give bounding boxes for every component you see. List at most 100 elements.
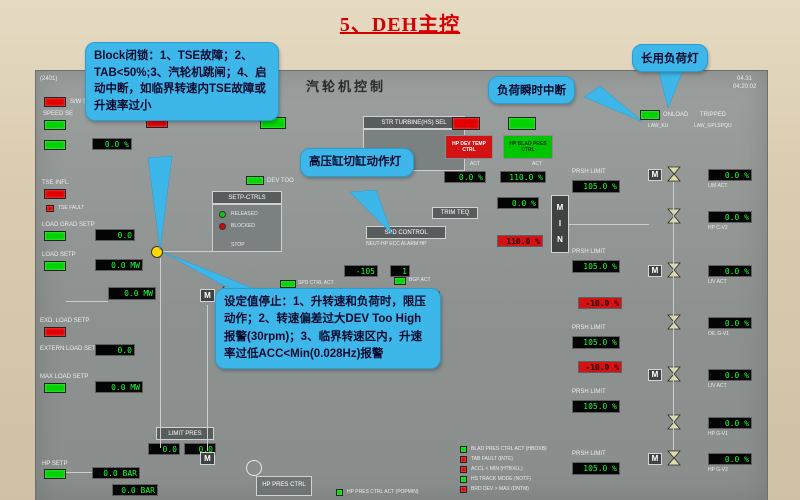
tse-infl-label: TSE INFL [42,180,69,186]
sw-sk-label: S/W SK [70,99,92,105]
load-grad-setp-indicator[interactable] [44,231,66,241]
valve-position-value[interactable]: 0.0 % [708,211,752,223]
extern-load-setp-value[interactable]: 0.0 [95,344,135,356]
valve-position-value[interactable]: 0.0 % [708,369,752,381]
valve-icon[interactable] [667,166,681,182]
load-setp-label: LOAD SETP [42,252,76,258]
hp-dev-act-value[interactable]: 0.0 % [444,171,486,183]
load-setp-indicator[interactable] [44,261,66,271]
min-input-value1[interactable]: 0.0 % [497,197,539,209]
exd-load-setp-indicator[interactable] [44,327,66,337]
load-grad-setp-value[interactable]: 0.0 [95,229,135,241]
hp-blad-pres-ctrl-box[interactable]: HP BLAD PRES CTRL [503,135,553,159]
valve-position-value[interactable]: 0.0 % [708,265,752,277]
stop-status-light [151,246,163,258]
page-title: 5、DEH主控 [339,14,461,36]
speed-setp-indicator[interactable] [44,140,66,150]
spd-control-box[interactable]: SPD CONTROL [366,226,446,239]
legend-light[interactable] [336,489,343,496]
valve-icon[interactable] [667,366,681,382]
connector-line [160,258,161,448]
dev-too-high-indicator[interactable] [246,176,264,185]
spd-ctrl-act-indicator[interactable] [280,280,296,288]
dev-value[interactable]: -10.0 % [578,297,622,309]
motor-block[interactable]: M [200,452,215,465]
hp-setp-value[interactable]: 0.0 BAR [92,467,140,479]
motor-block[interactable]: M [648,369,662,381]
valve-position-value[interactable]: 0.0 % [708,317,752,329]
legend-light[interactable] [460,486,467,493]
valve-position-value[interactable]: 0.0 % [708,417,752,429]
motor-block[interactable]: M [200,289,215,302]
prsh-limit-value[interactable]: 105.0 % [572,462,620,475]
limit-pres-value1[interactable]: 0.0 [148,443,180,455]
prsh-limit-value[interactable]: 105.0 % [572,260,620,273]
hp-blad-act-value[interactable]: 110.0 % [500,171,546,183]
legend-light[interactable] [460,446,467,453]
legend-light[interactable] [460,456,467,463]
max-load-setp-label: MAX LOAD SETP [40,374,89,380]
spd-ctrl-value[interactable]: -105 [344,265,378,277]
extern-load-setp-label: EXTERN LOAD SETP [40,346,100,352]
exd-load-setp-label: EXD. LOAD SETP [40,318,90,324]
legend-light[interactable] [460,476,467,483]
hp-dev-indicator[interactable] [452,117,480,130]
load-actual-value[interactable]: 0.0 MW [108,287,156,300]
valve-position-value[interactable]: 0.0 % [708,169,752,181]
motor-block[interactable]: M [648,169,662,181]
callout-long-load-light: 长用负荷灯 [632,44,708,72]
ecc-alarm-label: NEUT-HP ECC ALARM HP [366,241,427,247]
min-input-value2[interactable]: 110.0 % [497,235,543,247]
onload-indicator[interactable] [640,110,660,120]
limit-pres-box[interactable]: LIMIT PRES [156,427,214,440]
speed-se-indicator[interactable] [44,120,66,130]
valve-icon[interactable] [667,314,681,330]
legend-light[interactable] [460,466,467,473]
motor-block[interactable]: M [648,453,662,465]
hp-setp-indicator[interactable] [44,469,66,479]
dev-value[interactable]: -10.0 % [578,361,622,373]
valve-icon[interactable] [667,450,681,466]
liv-act-label: LIV ACT [708,279,727,285]
time-label: 04:20:02 [733,84,757,90]
spd-ctrl-act-label: SPD CTRL ACT [298,280,334,286]
prsh-limit-value[interactable]: 105.0 % [572,336,620,349]
blocked-light [219,223,226,230]
str-turbine-sel-box[interactable]: STR TURBINE(HS) SEL [363,116,465,129]
setp-ctrls-box[interactable]: SETP-CTRLS [212,191,282,204]
max-load-setp-indicator[interactable] [44,383,66,393]
valve-icon[interactable] [667,208,681,224]
load-setp-value[interactable]: 0.0 MW [95,259,143,271]
tse-fault-indicator[interactable] [46,205,54,212]
hp-pres-value[interactable]: 0.0 BAR [112,484,158,496]
spd-ctrl-value2[interactable]: 1 [390,265,410,277]
sw-sk-indicator[interactable] [44,97,66,107]
pump-icon [246,460,262,476]
bgp-act-label: BGP ACT [409,277,431,283]
prsh-limit-value[interactable]: 105.0 % [572,180,620,193]
connector-line [163,251,212,252]
legend-label: TAB FAULT (INTE) [471,456,513,462]
law-ku-label: LAW_KU [648,123,669,129]
callout-block-lock: Block闭锁：1、TSE故障；2、TAB<50%;3、汽轮机跳闸；4、启动中断… [85,42,279,121]
prsh-limit-label: PRSH LIMIT [572,451,606,457]
callout-setpoint-stop: 设定值停止：1、升转速和负荷时，限压动作；2、转速偏差过大DEV Too Hig… [215,288,441,369]
stop-label: STOP [231,242,245,248]
bgp-act-indicator[interactable] [394,277,406,285]
max-load-setp-value[interactable]: 0.0 MW [95,381,143,393]
speed-setp-value[interactable]: 0.0 % [92,138,132,150]
valve-icon[interactable] [667,414,681,430]
tse-infl-indicator[interactable] [44,189,66,199]
hp-blad-indicator[interactable] [508,117,536,130]
hp-dev-temp-ctrl-box[interactable]: HP DEV TEMP CTRL [445,135,493,159]
dev-too-high-label: DEV TOO [267,178,294,184]
valve-icon[interactable] [667,262,681,278]
hp-pres-ctrl-box[interactable]: HP PRES CTRL [256,476,312,496]
motor-block[interactable]: M [648,265,662,277]
valve-position-value[interactable]: 0.0 % [708,453,752,465]
callout-load-interrupt: 负荷瞬时中断 [488,76,575,104]
prsh-limit-value[interactable]: 105.0 % [572,400,620,413]
trim-teq-box[interactable]: TRIM TEQ [432,207,478,219]
liv-act-label: LIV ACT [708,383,727,389]
